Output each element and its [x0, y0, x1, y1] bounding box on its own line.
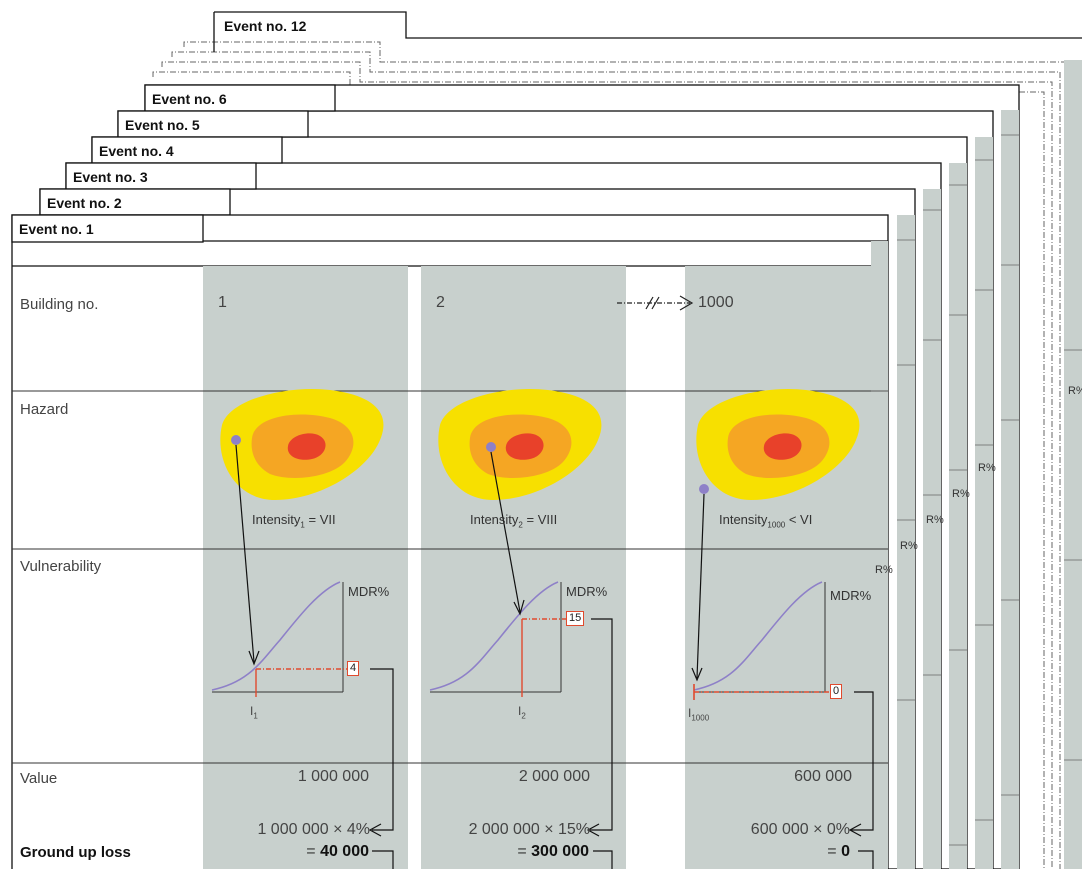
site-dot-1000 — [699, 484, 709, 494]
stack-fragment-5: R% — [978, 462, 996, 474]
stack-fragment-6: R% — [1068, 385, 1082, 397]
mdr-axis-label-1: MDR% — [348, 584, 390, 599]
building-number-2: 2 — [436, 294, 445, 311]
mdr-axis-label-1000: MDR% — [830, 588, 872, 603]
intensity-label-2: Intensity2 = VIII — [470, 512, 558, 530]
row-label-building: Building no. — [20, 296, 99, 313]
building-number-1000: 1000 — [698, 294, 734, 311]
mdr-value-box-1: 4 — [347, 661, 360, 676]
tab-event-3: Event no. 3 — [73, 169, 148, 185]
sheet-event-12 — [213, 11, 1082, 869]
loss-formula-2: 2 000 000 × 15% — [468, 821, 590, 838]
tab-event-6: Event no. 6 — [152, 91, 227, 107]
row-label-value: Value — [20, 770, 58, 787]
mdr-value-box-2: 15 — [566, 611, 585, 626]
site-dot-1 — [231, 435, 241, 445]
loss-formula-1: 1 000 000 × 4% — [257, 821, 370, 838]
row-label-hazard: Hazard — [20, 401, 69, 418]
intensity-axis-label-2: I2 — [518, 704, 526, 721]
intensity-axis-label-1000: I1000 — [688, 706, 710, 723]
ellipsis-arrow — [617, 295, 694, 311]
tab-labels: Event no. 12 Event no. 6 Event no. 5 Eve… — [19, 18, 307, 237]
stack-fragment-4: R% — [952, 488, 970, 500]
loss-formula-1000: 600 000 × 0% — [750, 821, 850, 838]
column-building-1000 — [685, 266, 871, 869]
column-building-1 — [203, 266, 408, 869]
ground-up-loss-1: = 40 000 — [306, 843, 369, 860]
tab-event-4: Event no. 4 — [99, 143, 174, 159]
stack-fragment-2: R% — [900, 540, 918, 552]
intensity-axis-label-1: I1 — [250, 704, 258, 721]
hazard-map-1000 — [696, 388, 860, 500]
intensity-label-1000: Intensity1000 < VI — [719, 512, 813, 530]
vulnerability-chart-1 — [211, 581, 347, 697]
dashed-event-sheets — [152, 41, 1069, 869]
tab-event-5: Event no. 5 — [125, 117, 200, 133]
tab-event-1: Event no. 1 — [19, 221, 94, 237]
vulnerability-chart-2 — [429, 581, 566, 697]
sheet-event-1 — [11, 214, 889, 869]
value-building-1000: 600 000 — [794, 768, 852, 785]
mdr-axis-label-2: MDR% — [566, 584, 608, 599]
stack-fragment-3: R% — [926, 514, 944, 526]
site-dot-2 — [486, 442, 496, 452]
tab-event-12: Event no. 12 — [224, 18, 307, 34]
intensity-label-1: Intensity1 = VII — [252, 512, 336, 530]
ground-up-loss-2: = 300 000 — [517, 843, 589, 860]
value-building-1: 1 000 000 — [297, 768, 369, 785]
hazard-map-1 — [220, 388, 384, 500]
tab-event-2: Event no. 2 — [47, 195, 122, 211]
stack-fragment-1: R% — [875, 564, 893, 576]
row-label-vulnerability: Vulnerability — [20, 558, 102, 575]
hazard-to-curve-arrows — [235, 444, 705, 682]
event-tabs — [39, 84, 336, 216]
column-building-2 — [421, 266, 626, 869]
ground-up-loss-1000: = 0 — [827, 843, 850, 860]
row-label-ground-up-loss: Ground up loss — [20, 844, 131, 861]
mdr-value-box-1000: 0 — [830, 684, 843, 699]
building-number-1: 1 — [218, 294, 227, 311]
vulnerability-chart-1000 — [693, 581, 829, 700]
value-building-2: 2 000 000 — [518, 768, 590, 785]
mdr-to-loss-arrows — [368, 618, 874, 869]
hazard-map-2 — [438, 388, 602, 500]
